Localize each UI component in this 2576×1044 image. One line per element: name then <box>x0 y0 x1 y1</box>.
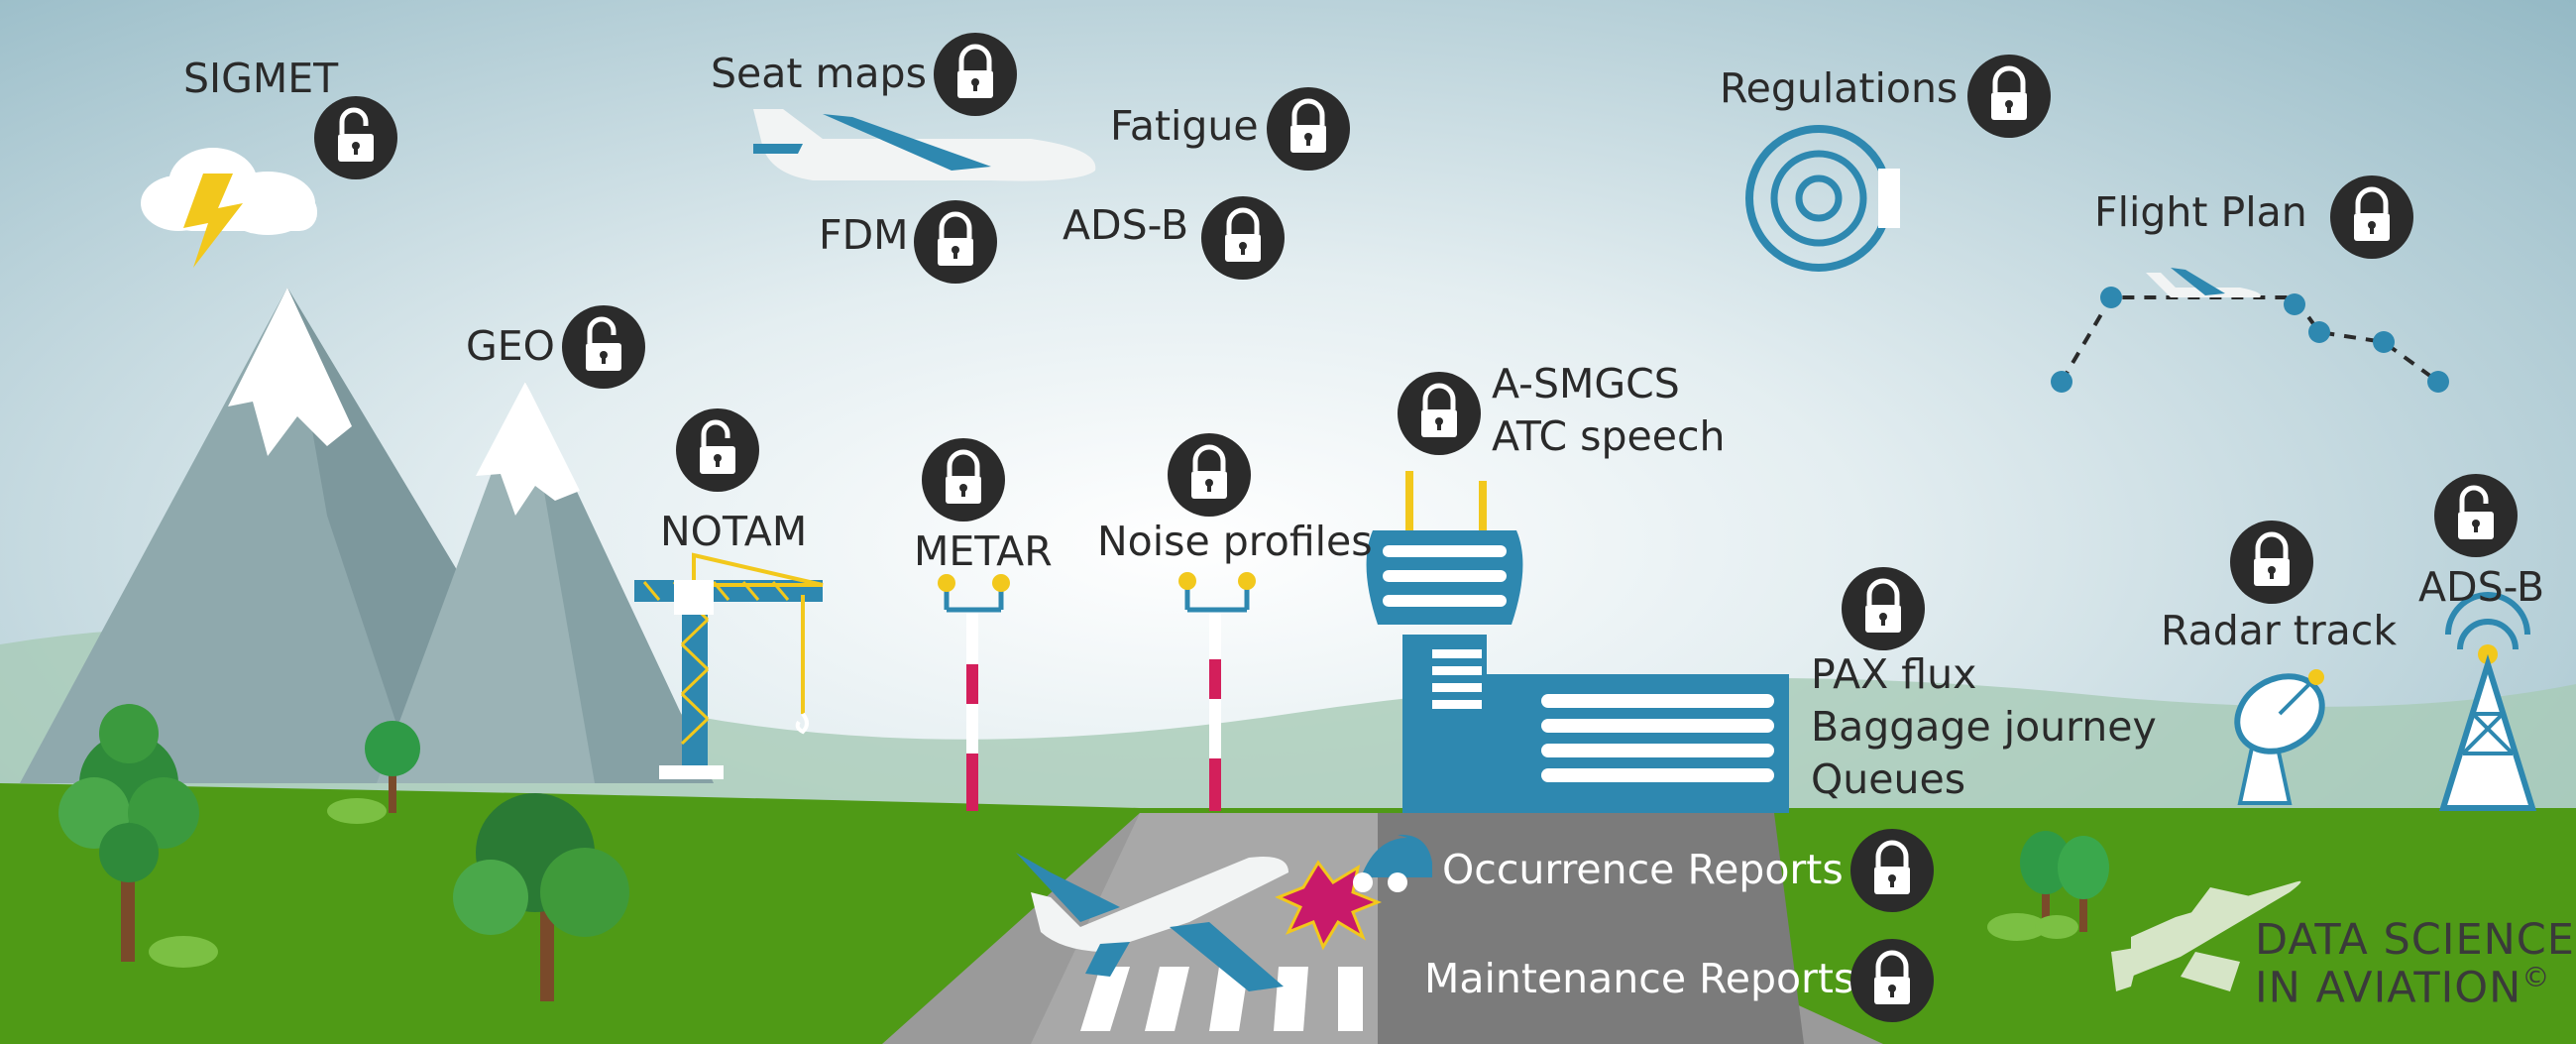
brand-airplane-logo <box>2111 880 2301 991</box>
brand-logo-text: DATA SCIENCE IN AVIATION© <box>2255 917 2575 1011</box>
bushes <box>149 798 2078 968</box>
closed-padlock-icon <box>934 33 1017 116</box>
label-fdm: FDM <box>819 211 909 259</box>
label-atc-speech: ATC speech <box>1492 412 1726 460</box>
airplane-top-illustration <box>753 109 1096 181</box>
ads-b-antenna-illustration <box>2438 592 2537 811</box>
brand-line-2: IN AVIATION© <box>2255 963 2575 1011</box>
label-fatigue: Fatigue <box>1110 102 1259 150</box>
label-occurrence-reports: Occurrence Reports <box>1442 846 1844 893</box>
label-metar: METAR <box>914 527 1053 575</box>
open-padlock-icon <box>2434 474 2518 557</box>
label-notam: NOTAM <box>660 508 808 555</box>
mountains <box>20 288 714 783</box>
closed-padlock-icon <box>1850 829 1934 912</box>
closed-padlock-icon <box>2230 521 2313 604</box>
open-padlock-icon <box>314 96 397 179</box>
label-queues: Queues <box>1811 755 1966 803</box>
label-baggage-journey: Baggage journey <box>1811 703 2157 751</box>
label-pax-flux: PAX flux <box>1811 650 1977 698</box>
label-flight-plan: Flight Plan <box>2094 188 2307 236</box>
closed-padlock-icon <box>914 200 997 284</box>
closed-padlock-icon <box>1267 87 1350 171</box>
label-sigmet: SIGMET <box>183 55 339 102</box>
storm-cloud-illustration <box>141 148 317 268</box>
label-seat-maps: Seat maps <box>711 50 927 97</box>
incident-burst-illustration <box>1275 834 1432 951</box>
regulations-icon <box>1745 125 1900 272</box>
brand-line-2-text: IN AVIATION <box>2255 963 2522 1013</box>
brand-copyright-mark: © <box>2521 961 2551 994</box>
label-a-smgcs: A-SMGCS <box>1492 360 1680 407</box>
closed-padlock-icon <box>1398 372 1481 455</box>
tree-small-left <box>365 721 420 813</box>
open-padlock-icon <box>562 305 645 389</box>
control-tower-and-terminal <box>1366 471 1789 813</box>
tree-right <box>2020 831 2109 932</box>
noise-profile-pole <box>1178 572 1256 811</box>
label-regulations: Regulations <box>1720 64 1959 112</box>
closed-padlock-icon <box>922 438 1005 522</box>
metar-pole <box>938 574 1010 811</box>
closed-padlock-icon <box>2330 175 2413 259</box>
brand-line-1: DATA SCIENCE <box>2255 915 2575 965</box>
label-radar-track: Radar track <box>2161 607 2398 654</box>
label-geo: GEO <box>466 322 555 370</box>
closed-padlock-icon <box>1842 567 1925 650</box>
crane-illustration <box>634 552 824 779</box>
tree-round-center-left <box>453 793 629 1001</box>
landing-airplane-illustration <box>1016 853 1288 991</box>
tree-large-left <box>58 704 199 962</box>
closed-padlock-icon <box>1201 196 1285 280</box>
radar-dish-illustration <box>2234 669 2325 805</box>
closed-padlock-icon <box>1967 55 2051 138</box>
label-ads-b-right: ADS-B <box>2418 563 2545 611</box>
open-padlock-icon <box>676 408 759 492</box>
label-ads-b-top: ADS-B <box>1063 201 1189 249</box>
closed-padlock-icon <box>1850 939 1934 1022</box>
label-maintenance-reports: Maintenance Reports <box>1424 955 1855 1002</box>
closed-padlock-icon <box>1168 433 1251 517</box>
flight-plan-route <box>2051 268 2449 393</box>
label-noise-profiles: Noise profiles <box>1097 518 1373 565</box>
